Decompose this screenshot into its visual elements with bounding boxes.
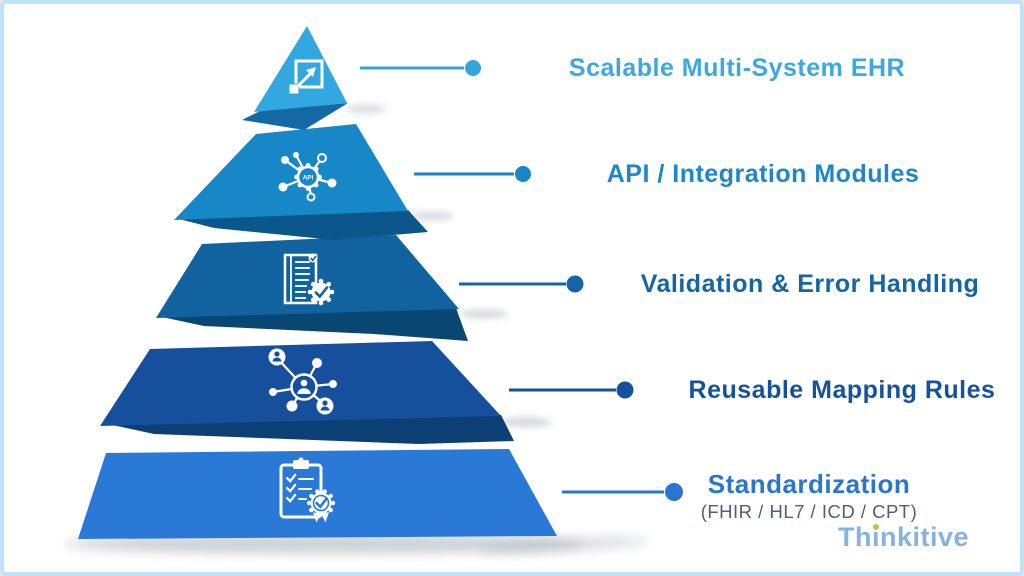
connector-3 — [459, 275, 584, 293]
api-icon-text: API — [303, 175, 314, 182]
connector-5 — [562, 483, 683, 501]
connector-dot-1 — [465, 60, 481, 76]
connector-1 — [360, 60, 481, 76]
connector-dot-5 — [665, 483, 683, 501]
level-5-label: Standardization (FHIR / HL7 / ICD / CPT) — [659, 468, 959, 524]
level-4-label: Reusable Mapping Rules — [688, 376, 996, 404]
expand-arrows-icon — [288, 59, 324, 95]
pyramid-shadows — [64, 105, 649, 554]
logo-text-pre: Th — [838, 522, 872, 552]
connector-dot-3 — [566, 275, 584, 293]
connector-dot-4 — [616, 381, 634, 399]
logo-letter-i: ı — [872, 522, 881, 552]
pyramid-level-1-fold — [242, 103, 348, 130]
level-1-label: Scalable Multi-System EHR — [568, 54, 906, 82]
pyramid-level-2-band — [174, 124, 408, 220]
clipboard-checklist-badge-icon — [279, 457, 336, 523]
pyramid-level-3-fold — [162, 308, 468, 341]
document-gear-check-icon — [283, 253, 335, 306]
connector-4 — [509, 381, 634, 399]
people-network-icon — [268, 348, 337, 415]
pyramid-graphic: API — [64, 26, 683, 554]
logo-green-dot-icon — [872, 524, 879, 530]
level-5-title: Standardization — [707, 469, 911, 499]
connector-2 — [414, 166, 531, 182]
api-gear-network-icon: API — [278, 152, 337, 202]
logo-text-post: nkitive — [880, 522, 970, 552]
pyramid-level-1-band — [254, 26, 347, 112]
level-3-label: Validation & Error Handling — [640, 270, 980, 298]
pyramid-level-2-fold — [179, 210, 428, 240]
level-2-label: API / Integration Modules — [606, 160, 920, 188]
level-5-subtitle: (FHIR / HL7 / ICD / CPT) — [700, 501, 918, 522]
connector-dot-2 — [515, 166, 531, 182]
